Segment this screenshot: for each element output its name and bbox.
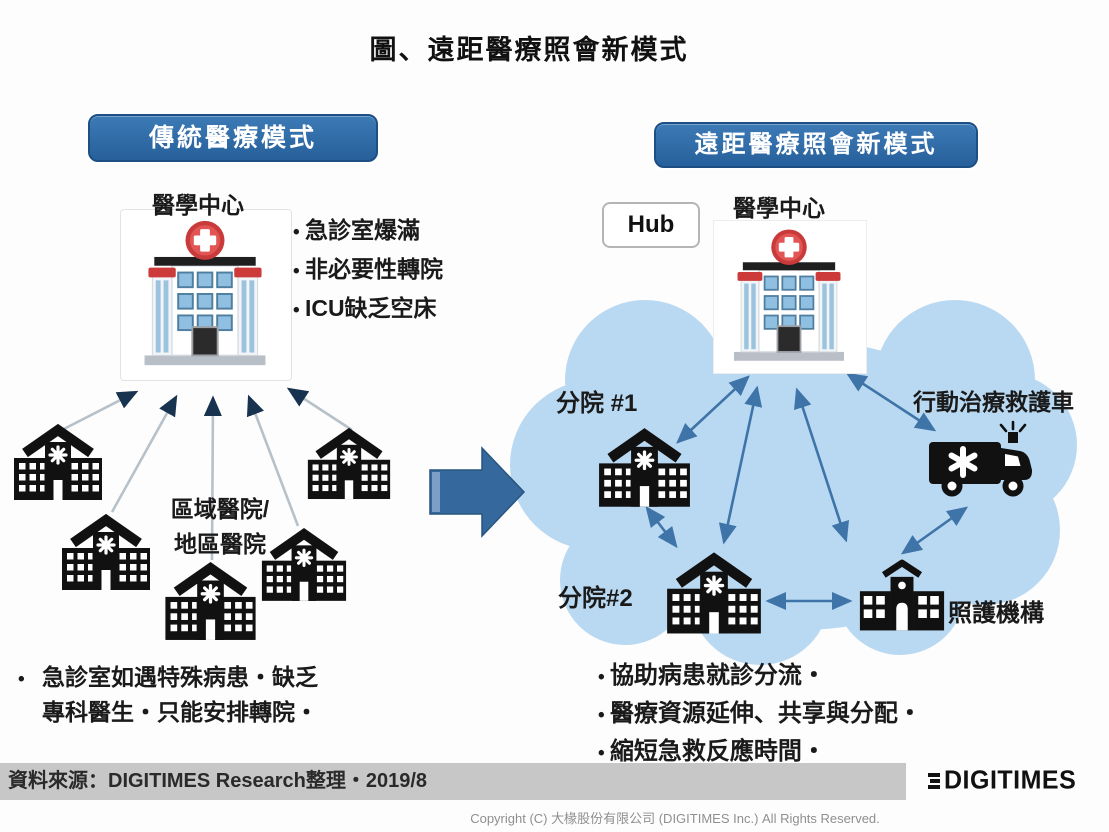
branch2-label: 分院#2 bbox=[558, 585, 633, 612]
digitimes-logo: DIGITIMES bbox=[928, 765, 1077, 795]
logo-wordmark: DIGITIMES bbox=[944, 765, 1077, 795]
source-bar: 資料來源：DIGITIMES Research整理・2019/8 bbox=[0, 763, 906, 800]
issue-item: 急診室爆滿 bbox=[293, 212, 443, 251]
logo-stripes-icon bbox=[928, 772, 940, 789]
care-facility-icon bbox=[858, 558, 946, 634]
medical-center-label-left: 醫學中心 bbox=[152, 192, 244, 218]
mobile-ambulance-label: 行動治療救護車 bbox=[913, 389, 1074, 415]
telemedicine-links bbox=[645, 372, 969, 611]
benefit-item: 醫療資源延伸、共享與分配・ bbox=[598, 696, 922, 734]
source-text: 資料來源：DIGITIMES Research整理・2019/8 bbox=[8, 770, 428, 792]
traditional-note: 急診室如遇特殊病患・缺乏 專科醫生・只能安排轉院・ bbox=[18, 661, 448, 729]
regional-hospital-icon bbox=[60, 512, 152, 592]
regional-hospital-icon bbox=[163, 560, 258, 642]
ambulance-icon bbox=[925, 420, 1040, 505]
branch1-label: 分院 #1 bbox=[556, 390, 638, 417]
issue-item: ICU缺乏空床 bbox=[293, 290, 443, 329]
bullet-dot bbox=[18, 661, 42, 696]
regional-hospital-icon bbox=[306, 426, 392, 501]
regional-hospital-label: 區域醫院/ 地區醫院 bbox=[170, 496, 270, 557]
branch1-hospital-icon bbox=[597, 426, 692, 509]
figure-title: 圖、遠距醫療照會新模式 bbox=[369, 35, 689, 65]
benefit-item: 縮短急救反應時間・ bbox=[598, 734, 922, 772]
regional-hospital-icon bbox=[12, 422, 104, 502]
benefit-item: 協助病患就診分流・ bbox=[598, 658, 922, 696]
traditional-issue-list: 急診室爆滿 非必要性轉院 ICU缺乏空床 bbox=[293, 212, 443, 329]
medical-center-illustration-right bbox=[713, 220, 867, 374]
branch2-hospital-icon bbox=[665, 550, 763, 636]
hub-badge: Hub bbox=[602, 202, 700, 248]
telemedicine-model-header: 遠距醫療照會新模式 bbox=[654, 122, 978, 168]
traditional-model-header: 傳統醫療模式 bbox=[88, 114, 378, 162]
telemedicine-benefit-list: 協助病患就診分流・ 醫療資源延伸、共享與分配・ 縮短急救反應時間・ bbox=[598, 658, 922, 772]
medical-center-building-icon bbox=[127, 216, 283, 372]
medical-center-illustration-left bbox=[120, 209, 292, 381]
medical-center-building-icon bbox=[718, 225, 860, 367]
copyright-text: Copyright (C) 大椽股份有限公司 (DIGITIMES Inc.) … bbox=[470, 811, 880, 826]
issue-item: 非必要性轉院 bbox=[293, 251, 443, 290]
care-facility-label: 照護機構 bbox=[948, 600, 1044, 627]
right-block-arrow-icon bbox=[429, 446, 526, 538]
medical-center-label-right: 醫學中心 bbox=[733, 195, 825, 221]
referral-arrows bbox=[57, 387, 353, 561]
